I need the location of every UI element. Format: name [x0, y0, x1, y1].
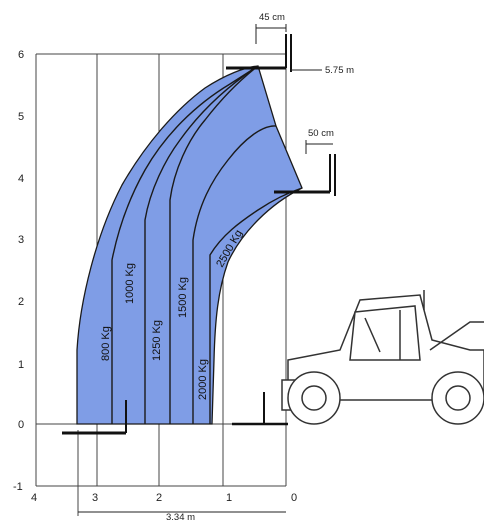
dimension-marks [78, 24, 333, 513]
y-tick: 0 [18, 419, 24, 431]
x-tick: 3 [92, 492, 98, 504]
x-axis-ticks: 4 3 2 1 0 [31, 492, 297, 504]
max-reach-label: 3.34 m [166, 512, 195, 523]
x-tick: 1 [226, 492, 232, 504]
load-envelope [76, 65, 303, 425]
fork-top-dimension: 45 cm [259, 12, 285, 23]
fork-mid-dimension: 50 cm [308, 128, 334, 139]
load-label-1000: 1000 Kg [124, 263, 136, 304]
y-tick: 6 [18, 49, 24, 61]
y-tick: -1 [13, 481, 23, 493]
y-axis-ticks: 6 5 4 3 2 1 0 -1 [13, 49, 24, 493]
y-tick: 4 [18, 173, 24, 185]
y-tick: 3 [18, 234, 24, 246]
x-tick: 0 [291, 492, 297, 504]
load-label-1500: 1500 Kg [177, 277, 189, 318]
load-label-800: 800 Kg [100, 326, 112, 361]
x-tick: 4 [31, 492, 37, 504]
x-tick: 2 [156, 492, 162, 504]
y-tick: 5 [18, 111, 24, 123]
load-label-1250: 1250 Kg [151, 320, 163, 361]
load-label-2000: 2000 Kg [197, 359, 209, 400]
max-height-label: 5.75 m [325, 65, 354, 76]
telehandler-vehicle [281, 290, 484, 425]
y-tick: 2 [18, 296, 24, 308]
forks [62, 34, 336, 435]
y-tick: 1 [18, 359, 24, 371]
